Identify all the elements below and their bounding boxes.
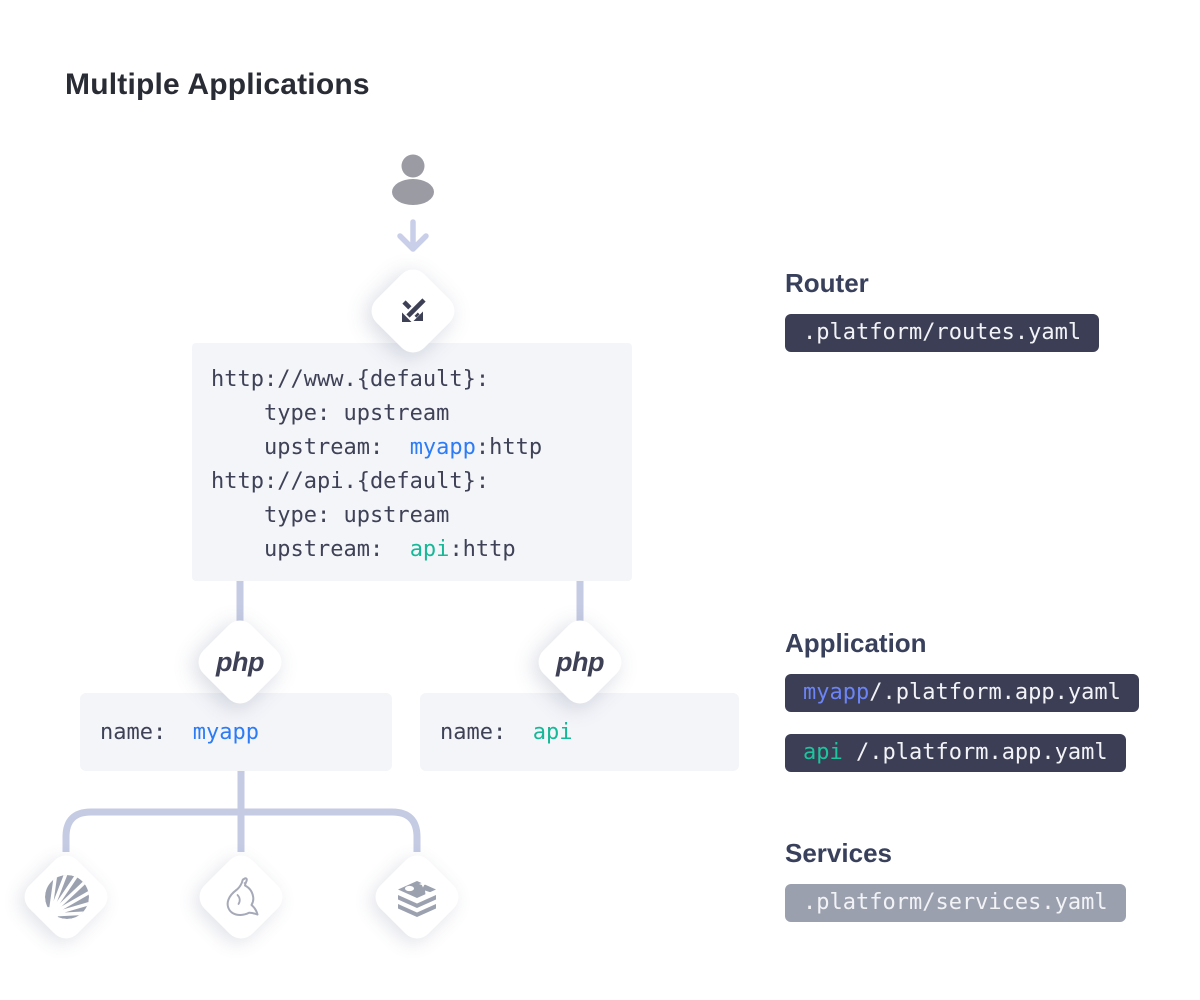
code-line: upstream: myapp:http bbox=[211, 435, 543, 460]
app-name-block-api: name: api bbox=[420, 693, 739, 771]
routes-icon bbox=[398, 296, 428, 326]
legend-heading-router: Router bbox=[785, 268, 869, 298]
redis-stack-icon bbox=[398, 880, 436, 917]
upstream-api-ref: api bbox=[409, 537, 450, 562]
legend-heading-services: Services bbox=[785, 838, 892, 868]
connector-services-branch bbox=[62, 808, 421, 852]
myapp-badge-prefix: myapp bbox=[803, 680, 870, 705]
api-yaml-badge: api /.platform.app.yaml bbox=[785, 734, 1126, 772]
php-runtime-label: php bbox=[556, 646, 604, 677]
api-badge-prefix: api bbox=[803, 740, 843, 765]
code-line: type: upstream bbox=[211, 401, 450, 426]
page-title: Multiple Applications bbox=[65, 68, 370, 101]
routes-code-block: http://www.{default}: type: upstream ups… bbox=[192, 343, 632, 581]
code-line: http://www.{default}: bbox=[211, 367, 490, 392]
app-name-block-myapp: name: myapp bbox=[80, 693, 392, 771]
service-node-solr bbox=[18, 849, 114, 945]
down-arrow-icon bbox=[397, 219, 429, 252]
service-node-mysql bbox=[193, 849, 289, 945]
user-icon bbox=[392, 154, 434, 205]
code-line: type: upstream bbox=[211, 503, 450, 528]
code-line: upstream: api:http bbox=[211, 537, 516, 562]
php-runtime-label: php bbox=[216, 646, 264, 677]
legend-heading-application: Application bbox=[785, 628, 927, 658]
myapp-yaml-badge: myapp/.platform.app.yaml bbox=[785, 674, 1139, 712]
app-node-api: php bbox=[532, 614, 628, 710]
app-name-myapp: myapp bbox=[192, 719, 259, 745]
router-node bbox=[365, 263, 461, 359]
service-node-redis bbox=[369, 849, 465, 945]
app-name-api: api bbox=[532, 719, 573, 745]
code-line: http://api.{default}: bbox=[211, 469, 490, 494]
mysql-dolphin-icon bbox=[226, 877, 259, 916]
solr-shell-icon bbox=[45, 875, 89, 919]
routes-yaml-badge: .platform/routes.yaml bbox=[785, 314, 1100, 352]
app-node-myapp: php bbox=[192, 614, 288, 710]
upstream-myapp-ref: myapp bbox=[409, 435, 476, 460]
services-yaml-badge: .platform/services.yaml bbox=[785, 884, 1126, 922]
